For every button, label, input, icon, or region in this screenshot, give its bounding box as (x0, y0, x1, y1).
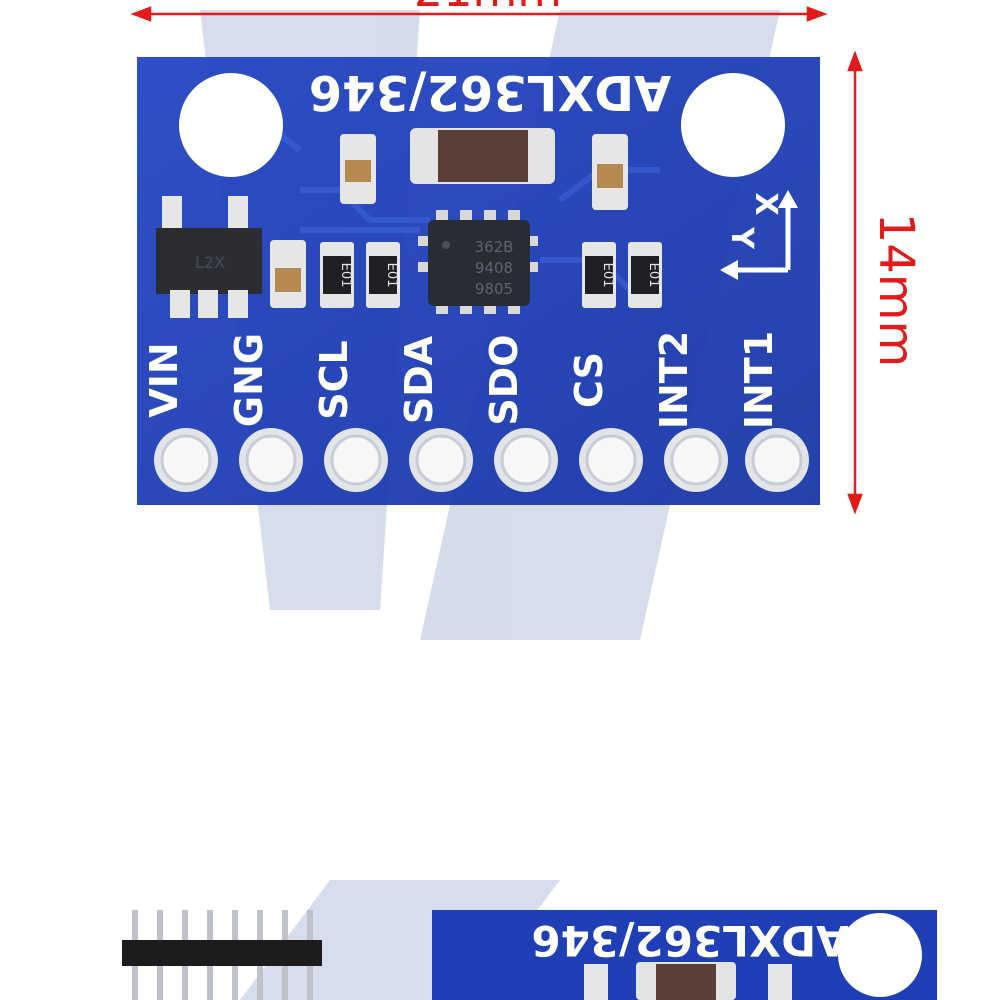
smd-capacitor-mid-left (270, 240, 306, 308)
pin-pad-scl (324, 428, 388, 492)
pin-pad-sda (409, 428, 473, 492)
regulator-marking: L2X (195, 253, 225, 272)
pin-pads (154, 428, 809, 492)
mounting-hole-right (681, 73, 785, 177)
chip-marking-line-3: 9805 (475, 280, 513, 298)
pin-pad-gng (239, 428, 303, 492)
axis-label-y: Y (724, 226, 759, 250)
second-pcb-title: ADXL362/346 (531, 916, 848, 965)
smd-capacitor-top-left (340, 134, 376, 204)
pin-pad-int1 (745, 428, 809, 492)
accelerometer-chip: 362B 9408 9805 (418, 210, 538, 314)
chip-marking-line-2: 9408 (475, 259, 513, 277)
second-pcb-smd-left (584, 964, 608, 1000)
height-dimension-label: 14mm (868, 213, 924, 368)
pin-label-sdo: SDO (482, 334, 526, 425)
mounting-hole-left (179, 73, 283, 177)
axis-indicator (720, 190, 798, 280)
pin-label-vin: VIN (142, 342, 186, 417)
pin-label-cs: CS (567, 352, 611, 408)
smd-capacitor-top-right (592, 134, 628, 210)
second-pcb-capacitor (636, 962, 736, 1000)
pin-label-scl: SCL (312, 340, 356, 419)
pin-header (122, 910, 322, 1000)
second-pcb-mounting-hole (838, 913, 922, 997)
voltage-regulator: L2X (156, 196, 262, 318)
resistor-1-marking: E01 (338, 263, 353, 288)
axis-label-x: X (748, 192, 783, 215)
pin-pad-cs (579, 428, 643, 492)
capacitor-large (410, 128, 555, 184)
resistor-1: E01 (320, 242, 354, 308)
pin-label-int1: INT1 (737, 331, 781, 429)
pin-labels: VIN GNG SCL SDA SDO CS INT2 INT1 (142, 331, 781, 429)
pin-label-sda: SDA (397, 335, 441, 424)
pin-label-int2: INT2 (652, 331, 696, 429)
width-dimension-label: 21mm (414, 0, 562, 17)
resistor-2-marking: E01 (384, 263, 399, 288)
resistor-4-marking: E01 (646, 263, 661, 288)
pin-pad-vin (154, 428, 218, 492)
resistor-4: E01 (628, 242, 662, 308)
chip-marking-line-1: 362B (475, 238, 514, 256)
pin-pad-int2 (664, 428, 728, 492)
board-title: ADXL362/346 (309, 64, 672, 120)
second-pcb-smd-right (768, 964, 792, 1000)
pin-pad-sdo (494, 428, 558, 492)
resistor-3: E01 (582, 242, 616, 308)
second-pcb: ADXL362/346 (432, 910, 937, 1000)
resistor-3-marking: E01 (600, 263, 615, 288)
resistor-2: E01 (366, 242, 400, 308)
pin-label-gng: GNG (227, 333, 271, 427)
